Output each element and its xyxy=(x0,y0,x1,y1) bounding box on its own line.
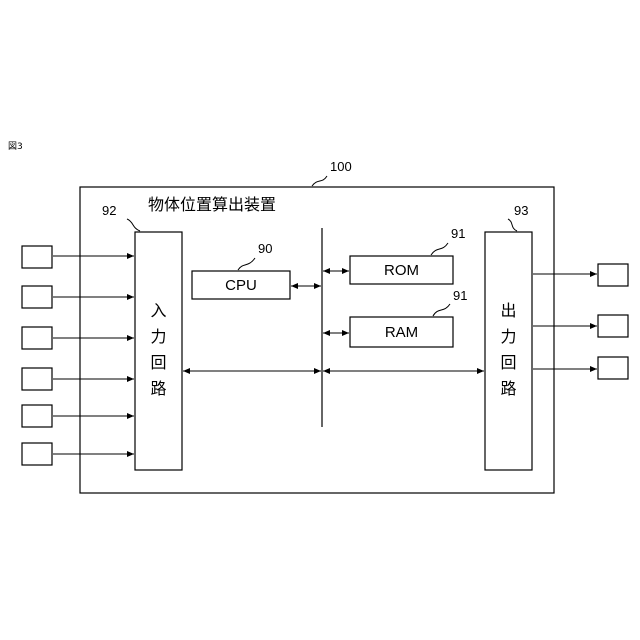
cpu-ref-leader xyxy=(238,258,255,270)
input-circuit-char: 入 xyxy=(135,298,182,324)
input-circuit-char: 力 xyxy=(135,324,182,350)
cpu-ref: 90 xyxy=(258,242,272,255)
input-sources xyxy=(22,246,134,465)
input-circuit-label: 入 力 回 路 xyxy=(135,298,182,402)
device-title: 物体位置算出装置 xyxy=(148,197,276,213)
output-circuit-char: 出 xyxy=(485,298,532,324)
figure-label: 図3 xyxy=(8,143,23,152)
ram-ref: 91 xyxy=(453,289,467,302)
device-ref-leader xyxy=(312,176,327,186)
device-ref: 100 xyxy=(330,160,352,173)
output-circuit-char: 力 xyxy=(485,324,532,350)
input-source-box xyxy=(22,368,52,390)
output-circuit-char: 路 xyxy=(485,376,532,402)
input-circuit-char: 路 xyxy=(135,376,182,402)
input-source-box xyxy=(22,405,52,427)
input-ref-leader xyxy=(127,219,140,231)
output-dest-box xyxy=(598,315,628,337)
input-circuit-ref: 92 xyxy=(102,204,116,217)
ram-ref-leader xyxy=(433,304,450,316)
output-dest-box xyxy=(598,357,628,379)
output-ref-leader xyxy=(508,219,517,231)
output-circuit-char: 回 xyxy=(485,350,532,376)
input-source-box xyxy=(22,246,52,268)
rom-label: ROM xyxy=(350,256,453,284)
output-circuit-ref: 93 xyxy=(514,204,528,217)
rom-ref-leader xyxy=(431,243,448,255)
input-source-box xyxy=(22,327,52,349)
rom-ref: 91 xyxy=(451,227,465,240)
input-source-box xyxy=(22,443,52,465)
input-source-box xyxy=(22,286,52,308)
input-circuit-char: 回 xyxy=(135,350,182,376)
ram-label: RAM xyxy=(350,317,453,347)
cpu-label: CPU xyxy=(192,271,290,299)
output-dest-box xyxy=(598,264,628,286)
output-destinations xyxy=(533,264,628,379)
output-circuit-label: 出 力 回 路 xyxy=(485,298,532,402)
